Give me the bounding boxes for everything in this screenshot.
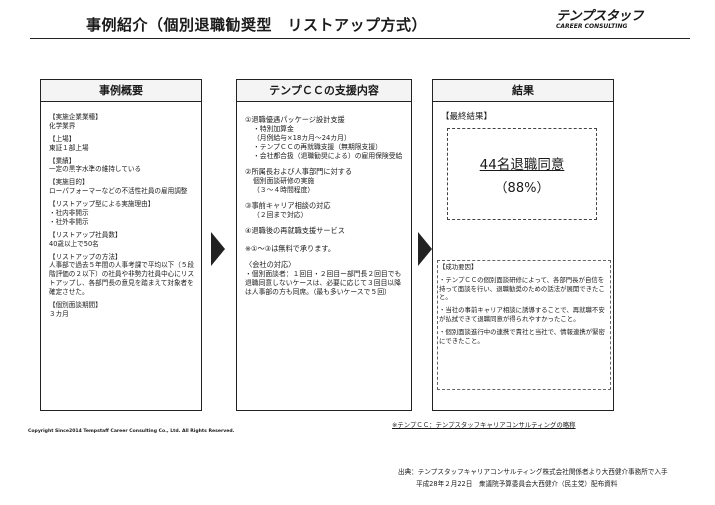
overview-column: 事例概要 【実施企業業種】化学業界【上場】東証１部上場【業績】一定の黒字水準の維… [40,79,202,411]
support-item-heading: ③事前キャリア相談の対応 [245,201,331,211]
support-item-heading: ②所属長および人事部門に対する [245,167,353,177]
overview-body: 【実施企業業種】化学業界【上場】東証１部上場【業績】一定の黒字水準の維持している… [49,109,195,322]
final-result-box: 44名退職同意 （88%） [447,128,597,220]
company-response-heading: 〈会社の対応〉 [245,259,296,269]
final-result-percentage: （88%） [494,181,550,196]
overview-section-label: 【実施企業業種】 [49,113,102,121]
source-date-line: 平成28年２月22日 衆議院予算委員会大西健介（民主党）配布資料 [416,480,618,488]
overview-section-label: 【業績】 [49,156,76,165]
overview-section-label: 【実施目的】 [49,178,89,187]
success-factors: 【成功要因】 ・テンプＣＣの個別面談研修によって、各部門長が自信を持って面談を行… [439,263,607,350]
source-line: 出典：テンプスタッフキャリアコンサルティング株式会社関係者より大西健介事務所で入… [398,468,668,476]
support-item-line: （３～４時間程度） [253,186,315,195]
logo-subtitle: CAREER CONSULTING [556,23,628,30]
overview-section-label: 【上場】 [49,134,76,143]
title-divider [30,38,690,39]
success-factor: ・当社の事前キャリア相談に誘導することで、再就職不安が払拭できて退職同意が得られ… [439,306,605,324]
support-item-line: ・特別加算金 [253,124,294,133]
success-factor: ・テンプＣＣの個別面談研修によって、各部門長が自信を持って面談を行い、退職勧奨の… [439,275,605,302]
overview-section-value: 40歳以上で50名 [49,239,99,248]
logo-name: テンプスタッフ [556,9,644,24]
overview-header: 事例概要 [41,80,201,102]
overview-section-value: 東証１部上場 [49,143,89,152]
arrow-right-icon [211,232,225,266]
result-column: 結果 【最終結果】 44名退職同意 （88%） 【成功要因】 ・テンプＣＣの個別… [432,79,614,411]
success-factors-box [437,260,611,390]
final-result-value: 44名退職同意 [479,157,565,173]
arrow-right-icon [418,232,432,266]
support-item-heading: ①退職優遇パッケージ設計支援 [245,115,345,124]
overview-section-value: ローパフォーマーなどの不活性社員の雇用調整 [49,187,188,196]
page-title: 事例紹介（個別退職勧奨型 リストアップ方式） [86,16,428,34]
support-column: テンプＣＣの支援内容 ①退職優遇パッケージ設計支援・特別加算金（月例給与×18カ… [236,79,412,411]
support-item-line: ・テンプＣＣの再就職支援（無期限支援） [253,143,382,152]
support-item-heading: ④退職後の再就職支援サービス [245,226,345,236]
abbreviation-footnote: ※テンプＣＣ：テンプスタッフキャリアコンサルティングの略称 [392,421,576,429]
support-item-line: ・会社都合扱（退職勧奨による）の雇用保険受給 [253,152,403,161]
overview-section-label: 【リストアップ型による実施理由】 [49,200,155,209]
overview-section-value: ３カ月 [49,309,69,318]
overview-section-value: ・社内非開示 ・社外非開示 [49,209,89,226]
overview-section-label: 【リストアップの方法】 [49,252,122,261]
company-logo: テンプスタッフ CAREER CONSULTING [556,5,666,30]
final-result-label: 【最終結果】 [441,112,493,122]
success-factor: ・個別面談進行中の連携で責社と当社で、情報連携が緊密にできたこと。 [439,327,605,345]
result-header: 結果 [433,80,613,102]
copyright-notice: Copyright Since2014 Tempstaff Career Con… [28,429,235,434]
support-body: ①退職優遇パッケージ設計支援・特別加算金（月例給与×18カ月～24カ月）・テンプ… [245,109,405,297]
overview-section-label: 【個別面談期間】 [49,301,102,310]
support-item-line: （２回まで対応） [253,211,308,220]
support-header: テンプＣＣの支援内容 [237,80,411,102]
support-note: ※①～③は無料で承ります。 [245,244,336,254]
overview-section-value: 一定の黒字水準の維持している [49,165,142,174]
company-response-text: ・個別面談者：１回目・２回目ー部門長２回目でも退職同意しないケースは、必要に応じ… [245,269,402,296]
support-item-line: 個別面談研修の実施 [253,177,315,186]
support-item-line: （月例給与×18カ月～24カ月） [253,133,351,142]
overview-section-value: 化学業界 [49,121,76,130]
overview-section-label: 【リストアップ社員数】 [49,230,122,239]
success-factors-heading: 【成功要因】 [439,263,478,271]
overview-section-value: 人事部で過去５年間の人事考課で平均以下（５段階評価の２以下）の社員や非勢力社員中… [49,261,195,297]
